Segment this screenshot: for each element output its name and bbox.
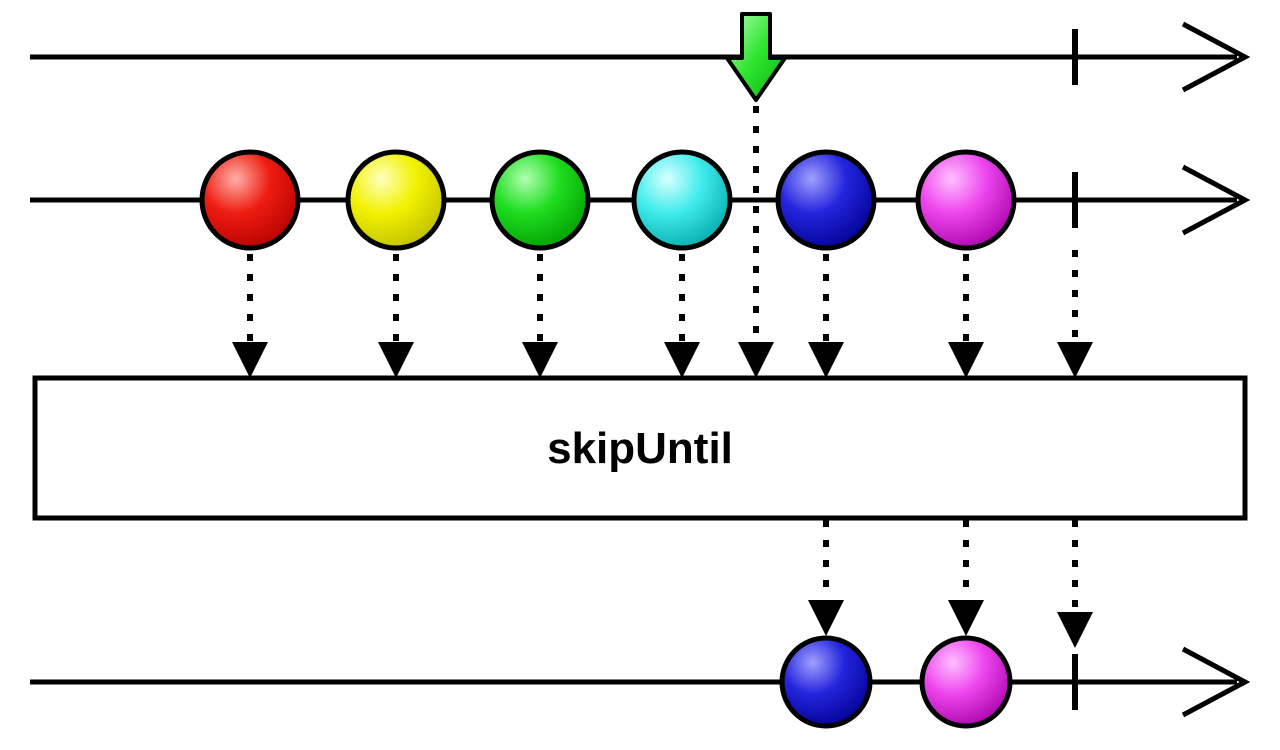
operator-label: skipUntil	[547, 424, 733, 473]
emission-arrow-to-output	[808, 520, 844, 636]
arrowhead-icon	[948, 600, 984, 636]
notifier-trigger-arrow-icon	[725, 12, 787, 102]
emission-arrow-to-output	[1057, 520, 1093, 648]
emission-arrow-to-output	[948, 520, 984, 636]
emission-arrow-to-operator	[948, 254, 984, 378]
output-arrowhead-icon	[1181, 646, 1251, 718]
arrowhead-icon	[522, 342, 558, 378]
emission-arrow-to-operator	[232, 254, 268, 378]
source-marble-magenta	[915, 149, 1017, 251]
arrowhead-icon	[948, 342, 984, 378]
source-timeline	[30, 149, 1251, 251]
emission-arrow-to-operator	[378, 254, 414, 378]
source-marble-green	[489, 149, 591, 251]
arrowhead-icon	[738, 342, 774, 378]
arrowhead-icon	[378, 342, 414, 378]
notifier-arrowhead-icon	[1181, 21, 1251, 93]
arrowhead-icon	[232, 342, 268, 378]
output-marble-magenta	[919, 635, 1013, 729]
source-marble-blue	[775, 149, 877, 251]
emission-arrow-to-operator	[664, 254, 700, 378]
output-marble-blue	[779, 635, 873, 729]
notifier-timeline	[30, 12, 1251, 102]
arrowhead-icon	[1057, 612, 1093, 648]
source-marble-cyan	[631, 149, 733, 251]
emission-arrow-to-operator	[808, 254, 844, 378]
source-marble-yellow	[345, 149, 447, 251]
arrowhead-icon	[808, 600, 844, 636]
emission-arrow-to-operator	[522, 254, 558, 378]
operator-box: skipUntil	[32, 375, 1248, 521]
source-marble-red	[199, 149, 301, 251]
source-arrowhead-icon	[1181, 164, 1251, 236]
arrowhead-icon	[1057, 342, 1093, 378]
operator-box-frame	[32, 375, 1248, 521]
emission-arrow-to-operator	[1057, 250, 1093, 378]
arrowhead-icon	[664, 342, 700, 378]
arrowhead-icon	[808, 342, 844, 378]
emission-arrow-to-operator	[738, 106, 774, 378]
output-timeline	[30, 635, 1251, 729]
